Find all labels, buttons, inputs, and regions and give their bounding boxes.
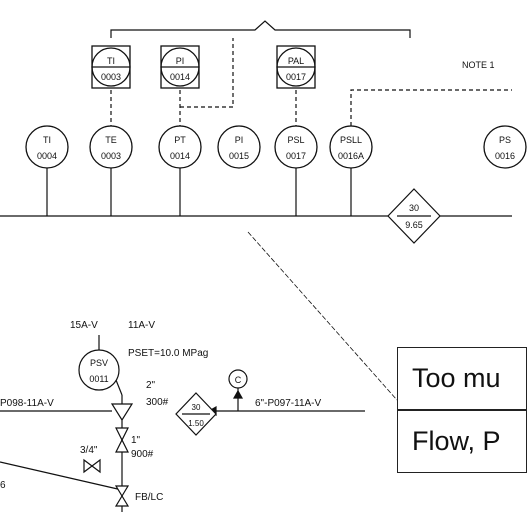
- panel-instrument-pal: [276, 45, 316, 89]
- valve-icon: [115, 427, 129, 442]
- field-psl-tag: PSL: [287, 135, 304, 145]
- panel-pal-num: 0017: [286, 72, 306, 82]
- field-te-num: 0003: [101, 151, 121, 161]
- field-ti-tag: TI: [43, 135, 51, 145]
- field-pi-tag: PI: [235, 135, 244, 145]
- top-bracket: [110, 20, 411, 38]
- legend-box-1: Too mu: [397, 347, 527, 410]
- c-symbol-label: C: [235, 375, 242, 385]
- fb-lc-label: FB/LC: [135, 492, 163, 503]
- field-psll-num: 0016A: [338, 151, 364, 161]
- field-psl-num: 0017: [286, 151, 306, 161]
- field-ti-num: 0004: [37, 151, 57, 161]
- field-instrument-pt: [158, 125, 202, 169]
- legend-box-1-text: Too mu: [412, 363, 501, 393]
- field-psll-tag: PSLL: [340, 135, 362, 145]
- line-p098-label: P098-11A-V: [0, 398, 54, 409]
- arrow-icon: [232, 389, 244, 399]
- field-instrument-pi: [217, 125, 261, 169]
- psv-tag: PSV: [90, 358, 108, 368]
- diamond-small-bottom: 1.50: [188, 419, 204, 428]
- rating-300: 300#: [146, 397, 169, 408]
- line-p097-label: 6"-P097-11A-V: [255, 398, 322, 409]
- diamond-small-top: 30: [192, 403, 201, 412]
- valve-icon: [115, 438, 129, 453]
- bowtie-valve-icon: [91, 458, 101, 474]
- size-1in: 1": [131, 435, 141, 446]
- field-te-tag: TE: [105, 135, 117, 145]
- signal-line: [180, 38, 234, 108]
- field-pt-num: 0014: [170, 151, 190, 161]
- fb-pipe: [0, 461, 123, 491]
- note-label: NOTE 1: [462, 60, 495, 70]
- field-instrument-te: [89, 125, 133, 169]
- rating-900: 900#: [131, 449, 154, 460]
- line-15a-label: 15A-V: [70, 320, 98, 331]
- fb-valve-icon: [114, 485, 130, 498]
- legend-box-2-text: Flow, P: [412, 426, 501, 456]
- pset-label: PSET=10.0 MPag: [128, 348, 208, 359]
- psv-num: 0011: [89, 374, 108, 384]
- field-instrument-ps: [483, 125, 527, 169]
- legend-box-2: Flow, P: [397, 410, 527, 473]
- leader-line: [247, 231, 398, 401]
- fb-valve-icon: [114, 494, 130, 507]
- size-34: 3/4": [80, 445, 98, 456]
- line-11a-label: 11A-V: [128, 320, 155, 331]
- size-2in: 2": [146, 380, 156, 391]
- bowtie-valve-icon: [83, 458, 93, 474]
- panel-pal-tag: PAL: [288, 56, 304, 66]
- field-pt-tag: PT: [174, 135, 186, 145]
- field-pi-num: 0015: [229, 151, 249, 161]
- diamond-main-top: 30: [409, 203, 419, 213]
- panel-ti-num: 0003: [101, 72, 121, 82]
- signal-line: [350, 89, 512, 126]
- psv-stem: [115, 379, 123, 396]
- panel-instrument-pi: [160, 45, 200, 89]
- field-instrument-ti: [25, 125, 69, 169]
- panel-instrument-ti: [91, 45, 131, 89]
- c-symbol-circle: [228, 369, 248, 389]
- psv-bubble: [78, 349, 120, 391]
- field-instrument-psl: [274, 125, 318, 169]
- panel-pi-tag: PI: [176, 56, 185, 66]
- pid-diagram: TI 0003 PI 0014 PAL 0017 TI 0004 TE 0003…: [0, 20, 527, 512]
- field-ps-tag: PS: [499, 135, 511, 145]
- panel-ti-tag: TI: [107, 56, 115, 66]
- field-instrument-psll: [329, 125, 373, 169]
- diamond-main-bottom: 9.65: [405, 220, 423, 230]
- field-ps-num: 0016: [495, 151, 515, 161]
- panel-pi-num: 0014: [170, 72, 190, 82]
- psv-valve-body: [110, 403, 134, 422]
- left-fragment: 6: [0, 480, 6, 491]
